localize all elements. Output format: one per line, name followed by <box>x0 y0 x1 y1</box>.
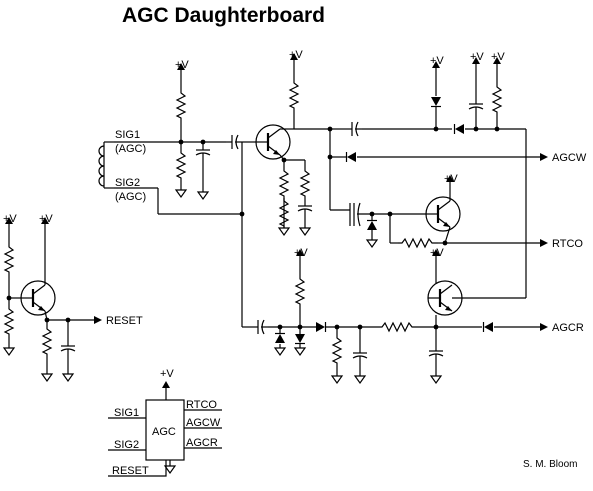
input-transformer <box>98 141 242 215</box>
sig2-bus <box>239 142 252 328</box>
module-name: AGC <box>152 426 176 438</box>
supply-label-reset-r: +V <box>3 213 17 225</box>
reset-stage <box>3 216 102 382</box>
schematic-title: AGC Daughterboard <box>122 4 325 27</box>
transistor-q1 <box>254 52 333 236</box>
supply-label-q3: +V <box>430 247 444 259</box>
sig2-label: SIG2 <box>115 177 140 189</box>
supply-label-q2: +V <box>444 173 458 185</box>
module-pin-sig2: SIG2 <box>114 439 139 451</box>
supply-label-q1: +V <box>289 49 303 61</box>
supply-label-r1: +V <box>491 51 505 63</box>
supply-label-d1: +V <box>430 55 444 67</box>
sig2-sublabel: (AGC) <box>115 191 146 203</box>
supply-label-agcr-r: +V <box>294 247 308 259</box>
module-pin-sig1: SIG1 <box>114 407 139 419</box>
module-pin-agcr: AGCR <box>186 437 218 449</box>
agcw-network <box>327 56 548 299</box>
agcr-output-label: AGCR <box>552 322 584 334</box>
rtco-stage <box>330 174 548 248</box>
supply-label-input: +V <box>175 59 189 71</box>
module-supply-label: +V <box>160 368 174 380</box>
supply-label-c1: +V <box>470 51 484 63</box>
reset-output-label: RESET <box>106 315 143 327</box>
sig1-label: SIG1 <box>115 129 140 141</box>
agcr-stage <box>251 248 548 384</box>
module-pin-agcw: AGCW <box>186 417 221 429</box>
input-bias-network <box>175 62 256 200</box>
module-pin-reset: RESET <box>112 465 149 477</box>
author-credit: S. M. Bloom <box>523 459 577 470</box>
agc-module-symbol <box>108 380 222 477</box>
supply-label-reset-q: +V <box>39 213 53 225</box>
module-pin-rtco: RTCO <box>186 399 217 411</box>
sig1-sublabel: (AGC) <box>115 143 146 155</box>
rtco-output-label: RTCO <box>552 238 583 250</box>
agcw-output-label: AGCW <box>552 152 587 164</box>
